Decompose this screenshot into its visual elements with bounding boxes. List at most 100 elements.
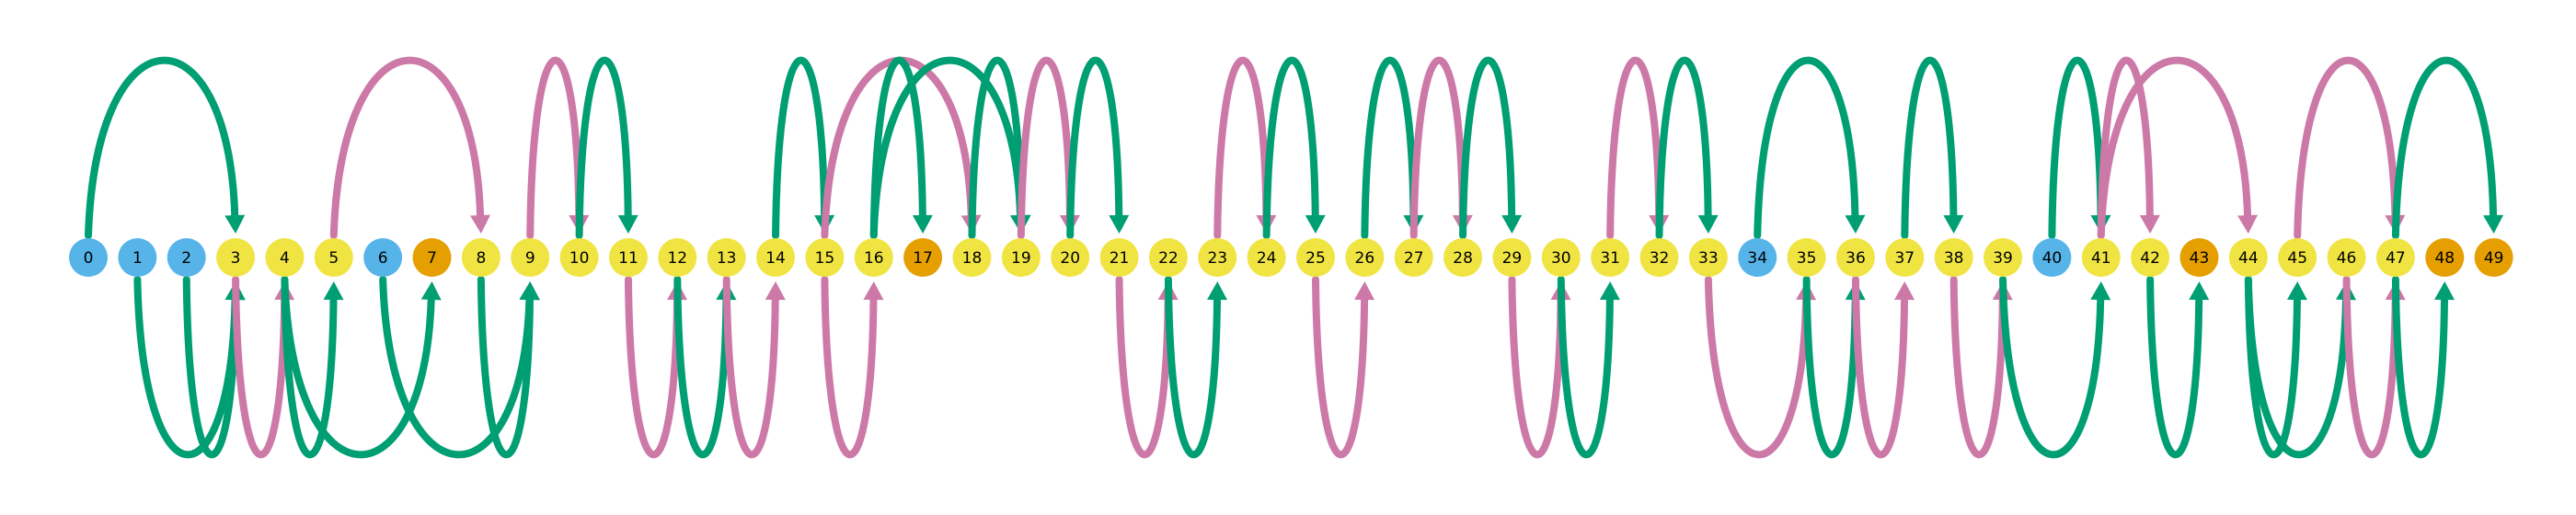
node-circle <box>2131 238 2170 277</box>
arrowhead <box>323 281 344 301</box>
node-6: 6 <box>363 238 403 277</box>
node-32: 32 <box>1639 238 1679 277</box>
arrowhead <box>2090 281 2111 301</box>
node-label: 16 <box>864 249 884 268</box>
node-label: 47 <box>2386 249 2406 268</box>
node-26: 26 <box>1345 238 1385 277</box>
edge-arc <box>821 56 975 239</box>
node-17: 17 <box>903 238 943 277</box>
node-label: 28 <box>1453 249 1473 268</box>
edge-arc <box>1164 276 1222 459</box>
arrowhead <box>1697 214 1719 234</box>
edge-arc <box>2097 56 2154 239</box>
edge-arc <box>1262 56 1319 239</box>
node-circle <box>2228 238 2268 277</box>
edge-47-49 <box>2391 56 2504 239</box>
node-30: 30 <box>1541 238 1581 277</box>
node-37: 37 <box>1885 238 1925 277</box>
edge-arc <box>2097 56 2252 239</box>
edge-44-46 <box>2244 276 2357 459</box>
node-circle <box>1345 238 1385 277</box>
node-34: 34 <box>1738 238 1777 277</box>
node-label: 29 <box>1502 249 1523 268</box>
node-circle <box>1443 238 1483 277</box>
node-label: 42 <box>2140 249 2160 268</box>
node-circle <box>952 238 992 277</box>
node-circle <box>1591 238 1630 277</box>
node-38: 38 <box>1934 238 1973 277</box>
edge-8-9 <box>477 276 540 459</box>
node-3: 3 <box>216 238 256 277</box>
edge-arc <box>1459 56 1516 239</box>
node-35: 35 <box>1787 238 1826 277</box>
node-circle <box>608 238 648 277</box>
node-5: 5 <box>314 238 353 277</box>
node-label: 43 <box>2190 249 2210 268</box>
arrowhead <box>519 281 540 301</box>
node-circle <box>707 238 746 277</box>
edge-4-5 <box>281 276 344 459</box>
node-circle <box>216 238 256 277</box>
node-circle <box>903 238 943 277</box>
node-circle <box>461 238 500 277</box>
node-7: 7 <box>412 238 452 277</box>
node-label: 26 <box>1355 249 1375 268</box>
edge-arc <box>1754 56 1859 239</box>
node-46: 46 <box>2327 238 2366 277</box>
edge-arc <box>1704 276 1811 459</box>
node-label: 21 <box>1110 249 1130 268</box>
node-label: 1 <box>132 249 143 268</box>
node-circle <box>1688 238 1728 277</box>
node-label: 44 <box>2238 249 2259 268</box>
edge-arc <box>85 56 239 239</box>
edge-arc <box>772 56 829 239</box>
node-label: 45 <box>2287 249 2307 268</box>
node-label: 4 <box>280 249 290 268</box>
edge-arc <box>1999 276 2105 459</box>
edge-10-11 <box>575 56 638 239</box>
edge-34-36 <box>1754 56 1866 239</box>
node-circle <box>2278 238 2317 277</box>
edge-arc <box>526 56 583 239</box>
edge-arc <box>869 56 926 239</box>
edge-arc <box>1949 276 2007 459</box>
arrowhead <box>2483 214 2504 234</box>
node-circle <box>1984 238 2023 277</box>
node-circle <box>559 238 599 277</box>
arrowhead <box>912 214 933 234</box>
node-label: 40 <box>2042 249 2063 268</box>
node-circle <box>412 238 452 277</box>
node-label: 12 <box>667 249 687 268</box>
edge-arc <box>821 276 878 459</box>
node-45: 45 <box>2278 238 2317 277</box>
node-29: 29 <box>1492 238 1532 277</box>
node-circle <box>2179 238 2219 277</box>
edge-arc <box>2342 276 2399 459</box>
node-12: 12 <box>658 238 697 277</box>
arrowhead <box>617 214 638 234</box>
arrowhead <box>2139 214 2160 234</box>
node-circle <box>805 238 845 277</box>
edge-arc <box>2244 276 2351 459</box>
arrowhead <box>2189 281 2210 301</box>
node-circle <box>1835 238 1875 277</box>
node-circle <box>1639 238 1679 277</box>
node-circle <box>1787 238 1826 277</box>
edge-arc <box>1802 276 1859 459</box>
edge-arc <box>329 56 485 239</box>
node-41: 41 <box>2081 238 2121 277</box>
node-28: 28 <box>1443 238 1483 277</box>
node-label: 9 <box>525 249 535 268</box>
node-circle <box>265 238 305 277</box>
node-label: 0 <box>84 249 94 268</box>
node-42: 42 <box>2131 238 2170 277</box>
edge-arc <box>1361 56 1418 239</box>
edge-0-3 <box>85 56 246 239</box>
edge-arc <box>968 56 1025 239</box>
edge-arc <box>1557 276 1614 459</box>
node-label: 6 <box>378 249 388 268</box>
node-label: 34 <box>1747 249 1767 268</box>
edge-arc <box>673 276 730 459</box>
node-47: 47 <box>2375 238 2415 277</box>
node-circle <box>1198 238 1237 277</box>
